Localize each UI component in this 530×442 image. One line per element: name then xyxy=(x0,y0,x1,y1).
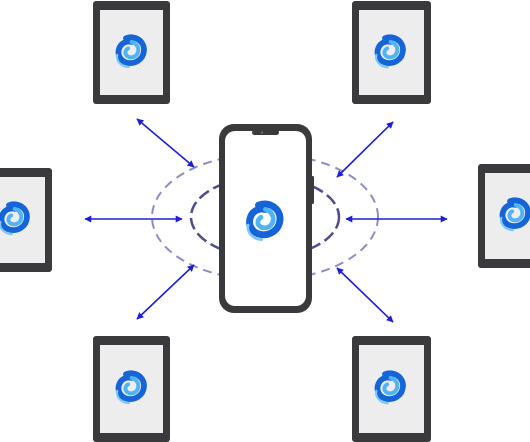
tablet-middle-left xyxy=(0,168,52,272)
arrow-bottom-left xyxy=(136,264,195,320)
central-smartphone xyxy=(219,124,314,313)
tablet-middle-right xyxy=(478,164,530,268)
tablet-screen xyxy=(359,10,424,95)
smartphone-side-button xyxy=(311,176,314,204)
connection-arrows xyxy=(84,118,448,323)
tablet-bottom-right xyxy=(352,336,431,442)
smartphone-screen xyxy=(225,131,306,306)
arrow-top-left xyxy=(136,118,195,168)
tablet-top-right xyxy=(352,1,431,104)
smartphone-notch xyxy=(252,130,279,135)
tablet-top-left xyxy=(93,1,170,104)
arrow-bottom-right xyxy=(336,267,394,323)
arrow-top-right xyxy=(336,121,394,178)
tablet-screen xyxy=(359,345,424,433)
tablet-screen xyxy=(100,345,163,433)
tablet-bottom-left xyxy=(93,336,170,442)
smartphone-camera xyxy=(260,131,264,134)
tablet-screen xyxy=(100,10,163,95)
